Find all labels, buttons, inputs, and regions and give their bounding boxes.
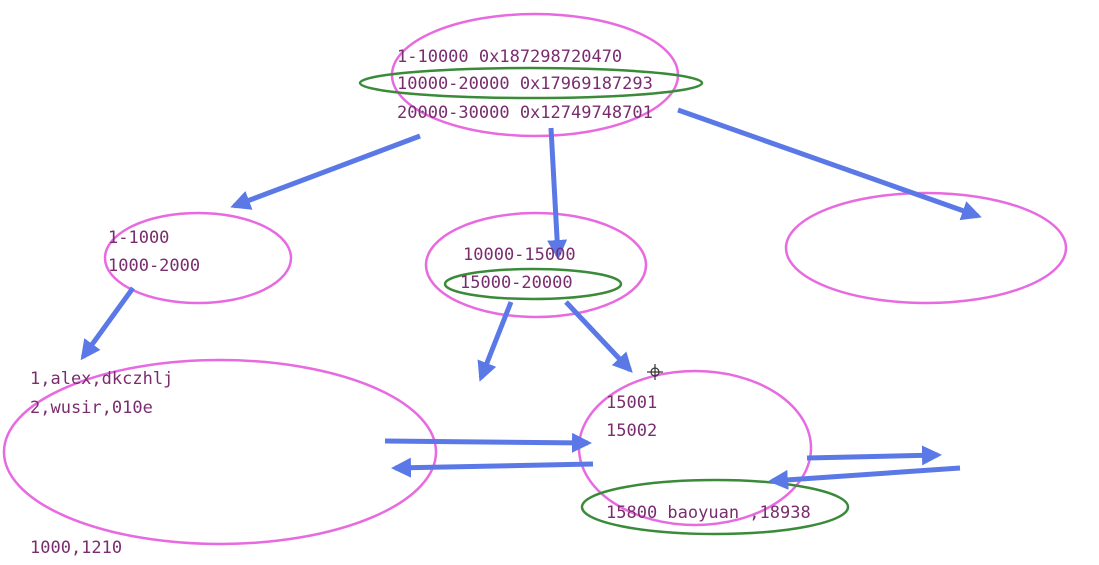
left-node-ellipse: [103, 211, 293, 305]
middle-highlight-ellipse: [443, 267, 623, 301]
root-line-1: 1-10000 0x187298720470: [397, 47, 623, 67]
leaf-left-footer: 1000,1210: [30, 538, 123, 558]
root-highlight-ellipse: [358, 66, 704, 100]
root-line-2: 10000-20000 0x17969187293: [397, 74, 653, 94]
arrow-left-to-leaf: [80, 286, 136, 361]
arrow-root-to-middle: [547, 127, 568, 260]
arrow-leaf-left-to-right: [384, 432, 592, 453]
leaf-right-highlight: 15800 baoyuan ,18938: [606, 503, 811, 523]
arrow-middle-down: [477, 301, 514, 382]
arrow-root-to-right: [677, 107, 982, 221]
leaf-highlight-ellipse: [580, 478, 850, 536]
crosshair-cursor-icon: [647, 364, 663, 380]
leaf-right-row-2: 15002: [606, 421, 658, 441]
arrow-middle-to-leaf: [564, 300, 633, 373]
leaf-left-ellipse: [2, 358, 438, 546]
middle-node-line-1: 10000-15000: [463, 245, 576, 265]
arrow-next-to-leaf-right: [768, 465, 961, 490]
left-node-line-1: 1-1000: [108, 228, 170, 248]
right-node-ellipse: [784, 191, 1068, 305]
arrow-root-to-left: [230, 133, 421, 210]
leaf-left-row-2: 2,wusir,010e: [30, 398, 153, 418]
leaf-left-row-1: 1,alex,dkczhlj: [30, 369, 174, 389]
root-line-3: 20000-30000 0x12749748701: [397, 103, 653, 123]
middle-node-line-2: 15000-20000: [460, 273, 573, 293]
arrow-leaf-right-to-left: [391, 457, 594, 478]
left-node-line-2: 1000-2000: [108, 256, 201, 276]
middle-node-ellipse: [424, 211, 648, 319]
leaf-right-row-1: 15001: [606, 393, 658, 413]
arrow-leaf-right-to-next: [806, 445, 942, 466]
